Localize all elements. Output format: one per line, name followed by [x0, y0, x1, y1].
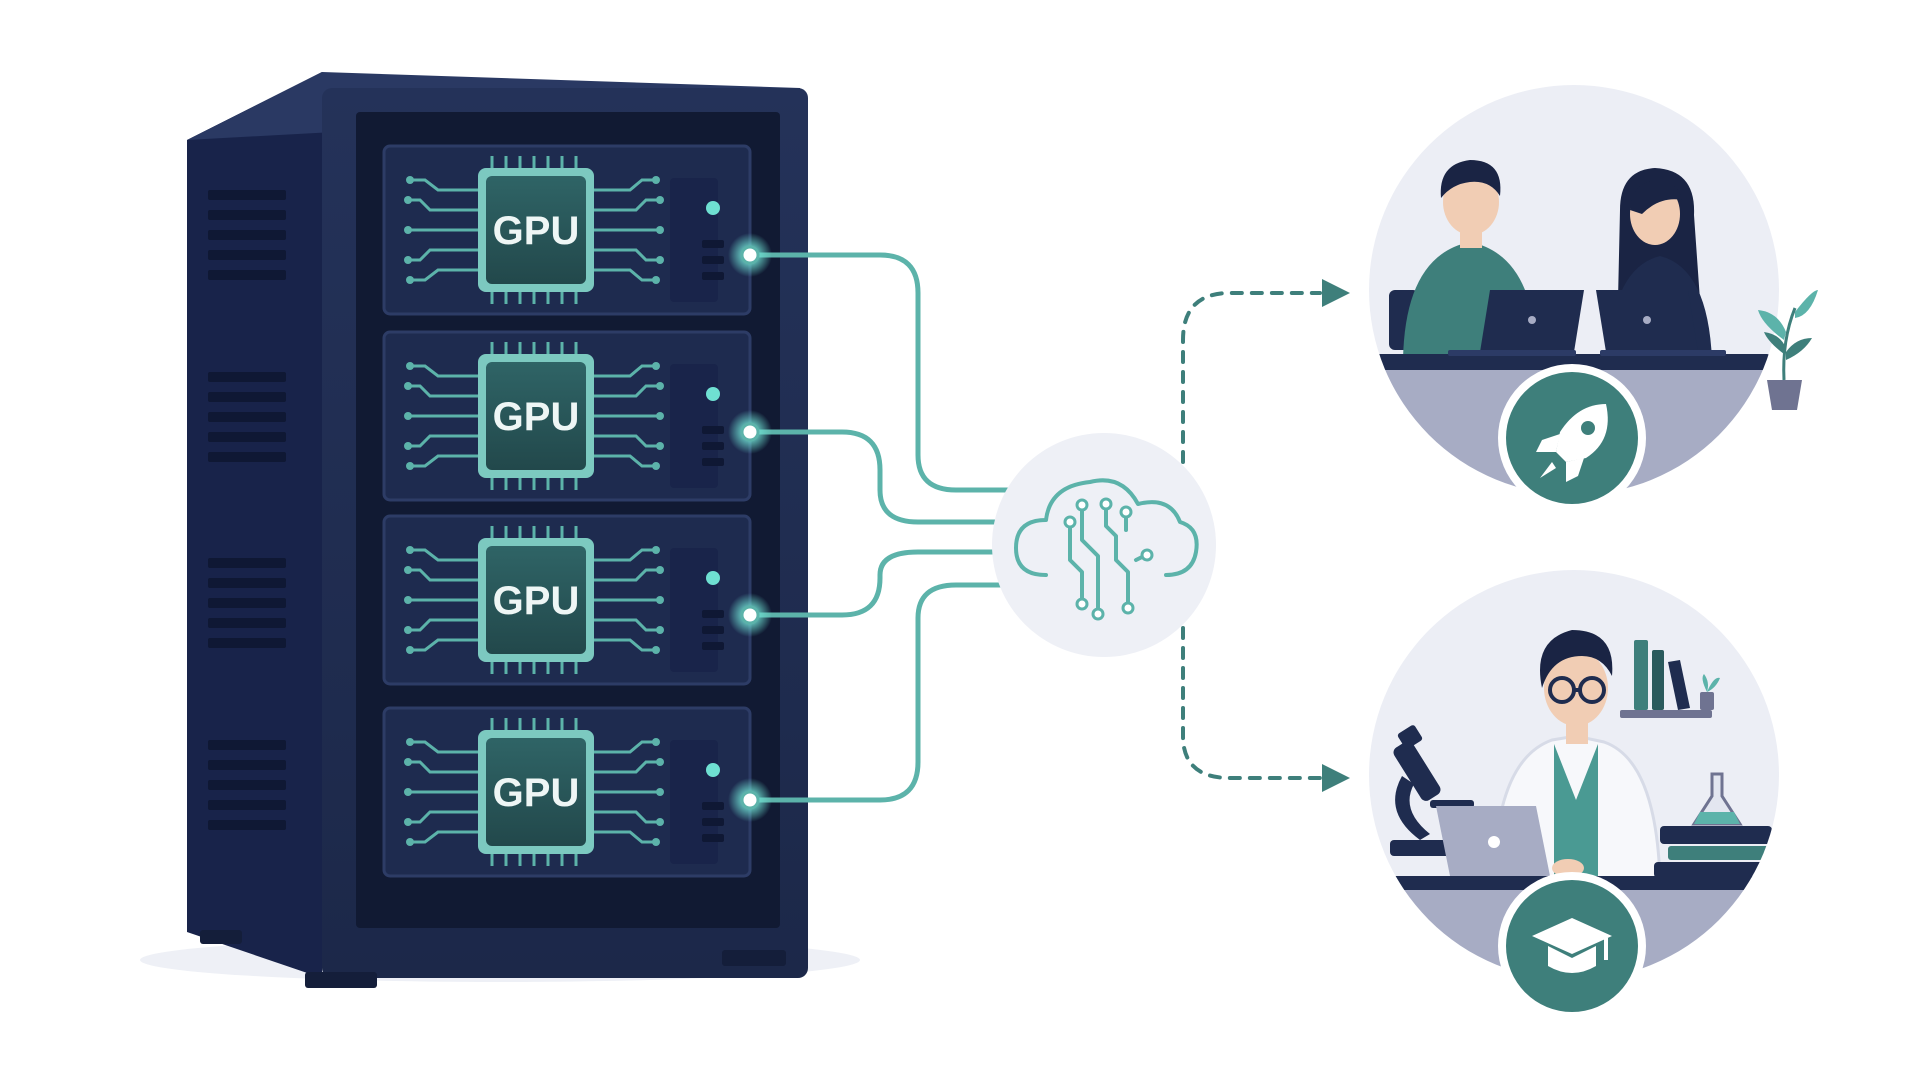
gpu-chip-label: GPU — [493, 395, 580, 439]
connector-line — [747, 252, 1013, 493]
flask-icon — [1691, 772, 1743, 826]
rack-side-panel — [187, 72, 322, 978]
server-to-hub-connectors — [747, 252, 1013, 803]
gpu-module: GPU — [382, 514, 752, 686]
graduation-badge — [1498, 872, 1646, 1020]
destination-researcher — [1369, 570, 1779, 1020]
bookshelf-icon — [1620, 640, 1720, 718]
server-rack: GPU — [187, 72, 808, 988]
connector-line — [747, 429, 1003, 525]
arrowhead-icon — [1322, 279, 1350, 307]
gpu-module: GPU — [382, 330, 752, 502]
books-stack-icon — [1654, 826, 1772, 878]
rocket-icon — [1536, 404, 1608, 482]
gpu-chip-label: GPU — [493, 209, 580, 253]
rack-foot-right — [722, 950, 786, 966]
graduation-cap-icon — [1532, 918, 1612, 973]
gpu-chip-label: GPU — [493, 771, 580, 815]
cloud-circuit-icon — [1014, 478, 1199, 612]
destination-team — [1369, 85, 1818, 512]
dashed-arrow-bottom — [1181, 626, 1322, 780]
port-glows — [728, 233, 772, 822]
connector-line — [747, 582, 1013, 803]
arrowhead-icon — [1322, 764, 1350, 792]
rack-foot-side — [200, 930, 242, 944]
dashed-arrow-top — [1181, 291, 1322, 464]
hub-to-destinations — [1181, 291, 1322, 780]
rocket-badge — [1498, 364, 1646, 512]
cloud-hub — [992, 433, 1216, 657]
laptop-icon — [1596, 290, 1726, 356]
gpu-chip-label: GPU — [493, 579, 580, 623]
cloud-circuit-nodes — [1063, 497, 1154, 621]
connector-line — [747, 549, 1001, 618]
rack-side-vents — [208, 190, 286, 830]
gpu-module: GPU — [382, 144, 752, 316]
laptop-icon — [1448, 290, 1584, 356]
laptop-icon — [1436, 806, 1550, 876]
gpu-module: GPU — [382, 706, 752, 878]
plant-icon — [1758, 290, 1818, 410]
desk — [1370, 354, 1770, 370]
rack-foot-left — [305, 972, 377, 988]
